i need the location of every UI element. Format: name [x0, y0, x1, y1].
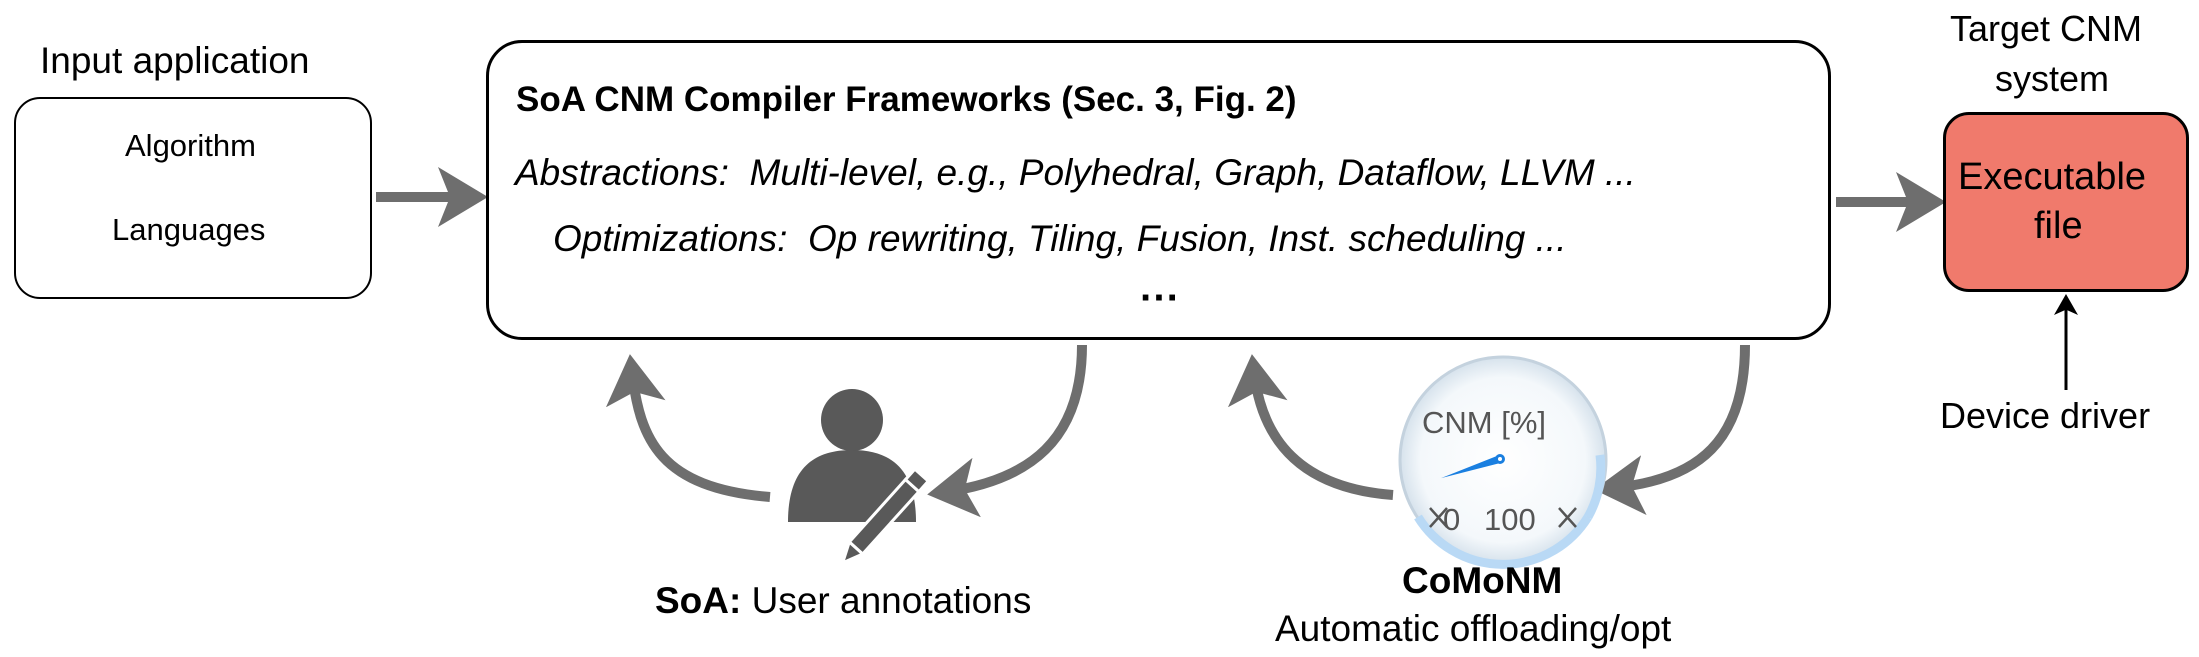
user-annotations-bold: SoA:: [655, 580, 742, 621]
comonm-subtitle: Automatic offloading/opt: [1275, 608, 1672, 649]
gauge-max: 100: [1484, 502, 1536, 537]
compiler-framework-box: [486, 40, 1831, 340]
executable-line1: Executable: [1958, 156, 2147, 198]
cnm-gauge-icon: [1398, 355, 1608, 569]
optimizations-label: Optimizations:: [553, 218, 788, 259]
arrow-framework-to-comonm: [1594, 344, 1750, 515]
executable-file-box: [1943, 112, 2189, 292]
abstractions-value: Multi-level, e.g., Polyhedral, Graph, Da…: [749, 152, 1636, 193]
input-languages-label: Languages: [112, 212, 266, 247]
comonm-name: CoMoNM: [1402, 560, 1563, 601]
executable-line2: file: [2034, 205, 2083, 247]
optimizations-value: Op rewriting, Tiling, Fusion, Inst. sche…: [807, 218, 1567, 259]
gauge-min: 0: [1443, 502, 1461, 537]
user-annotations-text: User annotations: [751, 580, 1032, 621]
optimizations-row: Optimizations: Op rewriting, Tiling, Fus…: [553, 218, 1566, 260]
arrow-comonm-to-framework: [1227, 354, 1394, 500]
input-application-box: [14, 97, 372, 299]
flow-dots: ···: [1140, 276, 1180, 320]
target-title-line1: Target CNM: [1950, 8, 2143, 49]
device-driver-label: Device driver: [1940, 395, 2151, 436]
target-title-line2: system: [1995, 58, 2110, 99]
user-annotation-icon: [788, 389, 931, 566]
gauge-label: CNM [%]: [1422, 405, 1546, 440]
framework-title: SoA CNM Compiler Frameworks (Sec. 3, Fig…: [516, 80, 1297, 119]
input-algorithm-label: Algorithm: [125, 128, 256, 163]
input-title: Input application: [40, 40, 310, 81]
user-annotations-label: SoA: User annotations: [655, 580, 1031, 622]
abstractions-label: Abstractions:: [515, 152, 729, 193]
abstractions-row: Abstractions: Multi-level, e.g., Polyhed…: [515, 152, 1636, 194]
arrow-user-to-framework: [605, 354, 771, 502]
arrow-framework-to-user: [927, 344, 1087, 518]
